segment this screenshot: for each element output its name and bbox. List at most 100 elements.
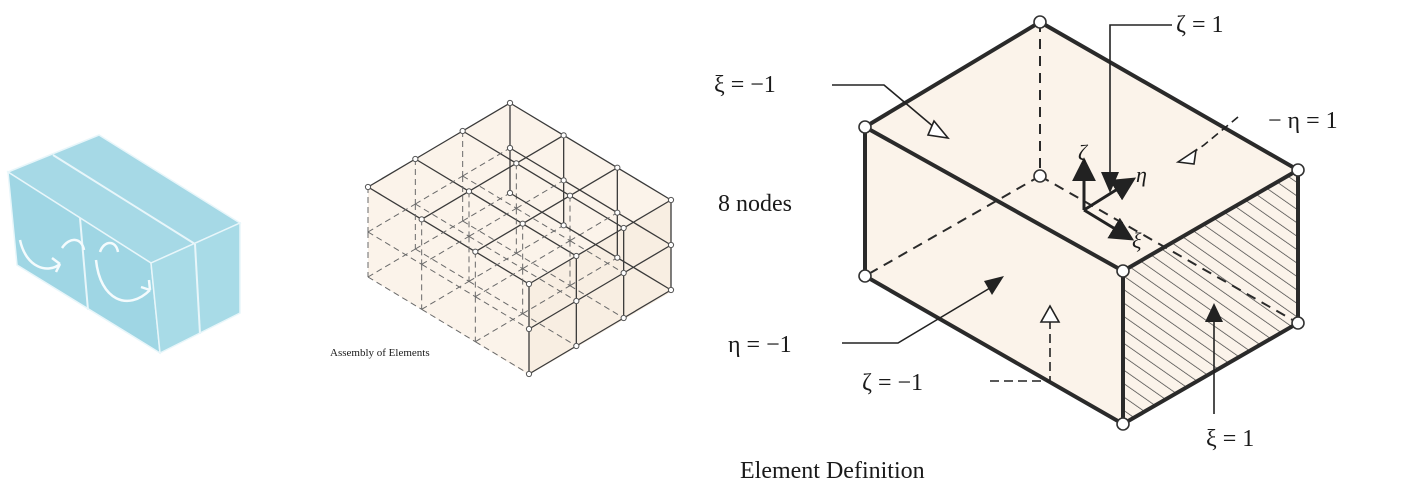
label-zeta-neg: ζ = −1 bbox=[862, 370, 923, 396]
mesh-edge bbox=[516, 134, 564, 164]
mesh-node bbox=[573, 297, 580, 305]
mesh-node bbox=[560, 222, 567, 229]
mesh-node bbox=[364, 183, 372, 191]
local-axes bbox=[1072, 157, 1137, 241]
mesh-hidden-edge bbox=[462, 147, 511, 177]
node-6 bbox=[1116, 417, 1130, 431]
mesh-edge bbox=[563, 179, 618, 214]
mesh-node bbox=[620, 224, 627, 232]
mesh-hidden-edge bbox=[462, 175, 517, 209]
mesh-edge bbox=[462, 130, 517, 164]
element-front-top-edge bbox=[864, 125, 1124, 273]
mesh-hidden-edge bbox=[415, 248, 470, 282]
arrowhead-eta-pos bbox=[1175, 148, 1198, 165]
mesh-hidden-edge bbox=[475, 268, 523, 298]
arrowhead-zeta-neg bbox=[1039, 304, 1061, 323]
rotation-arrow-icon bbox=[94, 241, 152, 303]
mesh-node bbox=[513, 160, 520, 167]
mesh-hidden-edge bbox=[516, 224, 564, 254]
label-eta-pos: − η = 1 bbox=[1268, 108, 1338, 134]
mesh-edge bbox=[576, 272, 624, 302]
mesh-node bbox=[667, 286, 675, 294]
mesh-edge bbox=[509, 147, 565, 181]
mesh-node bbox=[525, 325, 533, 333]
blue-block-side-face bbox=[150, 221, 241, 355]
mesh-edge bbox=[616, 167, 672, 201]
element-front-face bbox=[865, 127, 1123, 424]
mesh-node bbox=[614, 209, 621, 216]
mesh-edge bbox=[576, 227, 624, 257]
label-zeta-pos: ζ = 1 bbox=[1176, 12, 1223, 38]
assembly-top-face bbox=[368, 103, 671, 284]
rotation-arrow-icon bbox=[18, 238, 86, 273]
mesh-edge bbox=[474, 251, 530, 285]
axis-label-zeta: ζ bbox=[1078, 140, 1089, 165]
mesh-edge bbox=[468, 162, 517, 192]
hidden-edge-right bbox=[1039, 175, 1299, 324]
mesh-edge bbox=[414, 158, 470, 192]
mesh-edge bbox=[563, 224, 618, 259]
mesh-hidden-edge bbox=[415, 220, 463, 250]
mesh-edge bbox=[569, 167, 618, 197]
mesh-edge bbox=[522, 195, 571, 225]
mesh-edge bbox=[563, 134, 618, 169]
label-nodes: 8 nodes bbox=[718, 191, 792, 217]
mesh-hidden-edge bbox=[522, 285, 571, 315]
mesh-edge bbox=[522, 223, 577, 257]
mesh-hidden-edge bbox=[516, 207, 571, 242]
mesh-hidden-edge bbox=[421, 308, 476, 343]
mesh-edge bbox=[528, 255, 577, 285]
mesh-edge bbox=[509, 192, 565, 226]
mesh-hidden-edge bbox=[367, 203, 416, 233]
element-top-face bbox=[865, 22, 1298, 271]
element-side-top-edge bbox=[1122, 168, 1299, 273]
mesh-edge bbox=[415, 130, 463, 160]
mesh-hidden-edge bbox=[522, 268, 577, 302]
mesh-edge bbox=[509, 102, 565, 136]
mesh-edge bbox=[367, 158, 416, 188]
assembly-mesh-lines bbox=[367, 102, 672, 375]
mesh-hidden-edge bbox=[421, 235, 470, 265]
label-xi-pos: ξ = 1 bbox=[1206, 426, 1254, 452]
mesh-hidden-edge bbox=[415, 203, 470, 237]
mesh-hidden-edge bbox=[475, 313, 523, 343]
mesh-node bbox=[412, 155, 419, 163]
mesh-hidden-edge bbox=[468, 252, 517, 282]
mesh-hidden-edge bbox=[468, 235, 523, 270]
arrowhead-eta-neg bbox=[984, 276, 1004, 295]
node-5 bbox=[858, 269, 872, 283]
mesh-hidden-edge bbox=[522, 313, 577, 347]
mesh-hidden-edge bbox=[367, 248, 416, 278]
mesh-hidden-edge bbox=[415, 175, 463, 205]
mesh-node bbox=[525, 370, 533, 378]
arrowhead-xi-neg bbox=[926, 119, 950, 140]
mesh-node bbox=[506, 144, 514, 152]
mesh-hidden-edge bbox=[475, 296, 530, 330]
assembly-mesh-panel bbox=[364, 99, 675, 378]
mesh-hidden-edge bbox=[367, 231, 422, 265]
mesh-edge bbox=[528, 300, 577, 330]
blue-block-divider-front bbox=[79, 217, 89, 311]
mesh-edge bbox=[616, 212, 672, 246]
mesh-node bbox=[566, 192, 574, 199]
mesh-node bbox=[525, 280, 533, 288]
leader-xi-neg bbox=[832, 84, 936, 129]
mesh-node bbox=[667, 241, 675, 249]
element-definition-caption: Element Definition bbox=[740, 458, 925, 483]
mesh-edge bbox=[462, 102, 511, 132]
mesh-edge bbox=[616, 257, 672, 291]
mesh-edge bbox=[576, 317, 624, 347]
mesh-hidden-edge bbox=[462, 220, 517, 254]
mesh-edge bbox=[421, 218, 476, 253]
assembly-caption: Assembly of Elements bbox=[330, 347, 430, 359]
mesh-node bbox=[418, 216, 425, 223]
label-eta-neg: η = −1 bbox=[728, 332, 792, 358]
mesh-hidden-edge bbox=[516, 252, 571, 287]
leader-zeta-pos bbox=[1109, 24, 1172, 186]
blue-block-panel bbox=[6, 134, 242, 355]
assembly-mesh-nodes bbox=[364, 99, 675, 378]
mesh-hidden-edge bbox=[475, 341, 530, 375]
mesh-hidden-edge bbox=[421, 280, 470, 310]
mesh-node bbox=[573, 252, 580, 260]
